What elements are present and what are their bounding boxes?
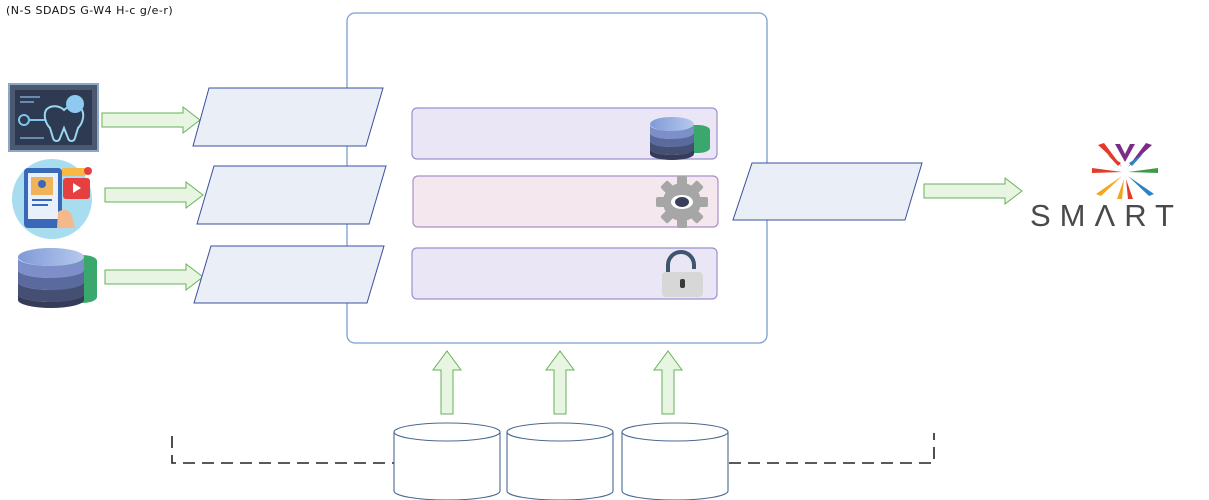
source-cylinder-1 xyxy=(393,422,501,500)
figure-caption: (N-S SDADS G-W4 H-c g/e-r) xyxy=(6,4,174,17)
arrow-input-1 xyxy=(101,105,201,135)
input-data-3 xyxy=(193,245,385,304)
panel-security xyxy=(411,247,718,300)
arrow-up-1 xyxy=(432,350,462,415)
input-data-1 xyxy=(192,87,384,147)
arrow-up-2 xyxy=(545,350,575,415)
padlock-icon xyxy=(662,250,703,297)
arrow-input-3 xyxy=(104,262,204,292)
database-icon xyxy=(650,117,710,160)
input-data-2 xyxy=(196,165,387,225)
database-icon xyxy=(18,248,97,308)
smart-logo-text: SMΛRT xyxy=(1030,198,1183,233)
arrow-input-2 xyxy=(104,180,204,210)
gear-icon xyxy=(656,176,708,228)
panel-processing xyxy=(412,175,719,228)
smart-logo-mark xyxy=(1092,143,1158,199)
source-cylinder-2 xyxy=(506,422,614,500)
mobile-app-video-icon xyxy=(12,159,92,239)
dashed-connector xyxy=(171,433,935,464)
arrow-up-3 xyxy=(653,350,683,415)
dental-scan-icon xyxy=(8,83,99,152)
arrow-output xyxy=(923,176,1023,206)
panel-storage xyxy=(411,107,718,160)
output-data xyxy=(732,162,923,221)
source-cylinder-3 xyxy=(621,422,729,500)
